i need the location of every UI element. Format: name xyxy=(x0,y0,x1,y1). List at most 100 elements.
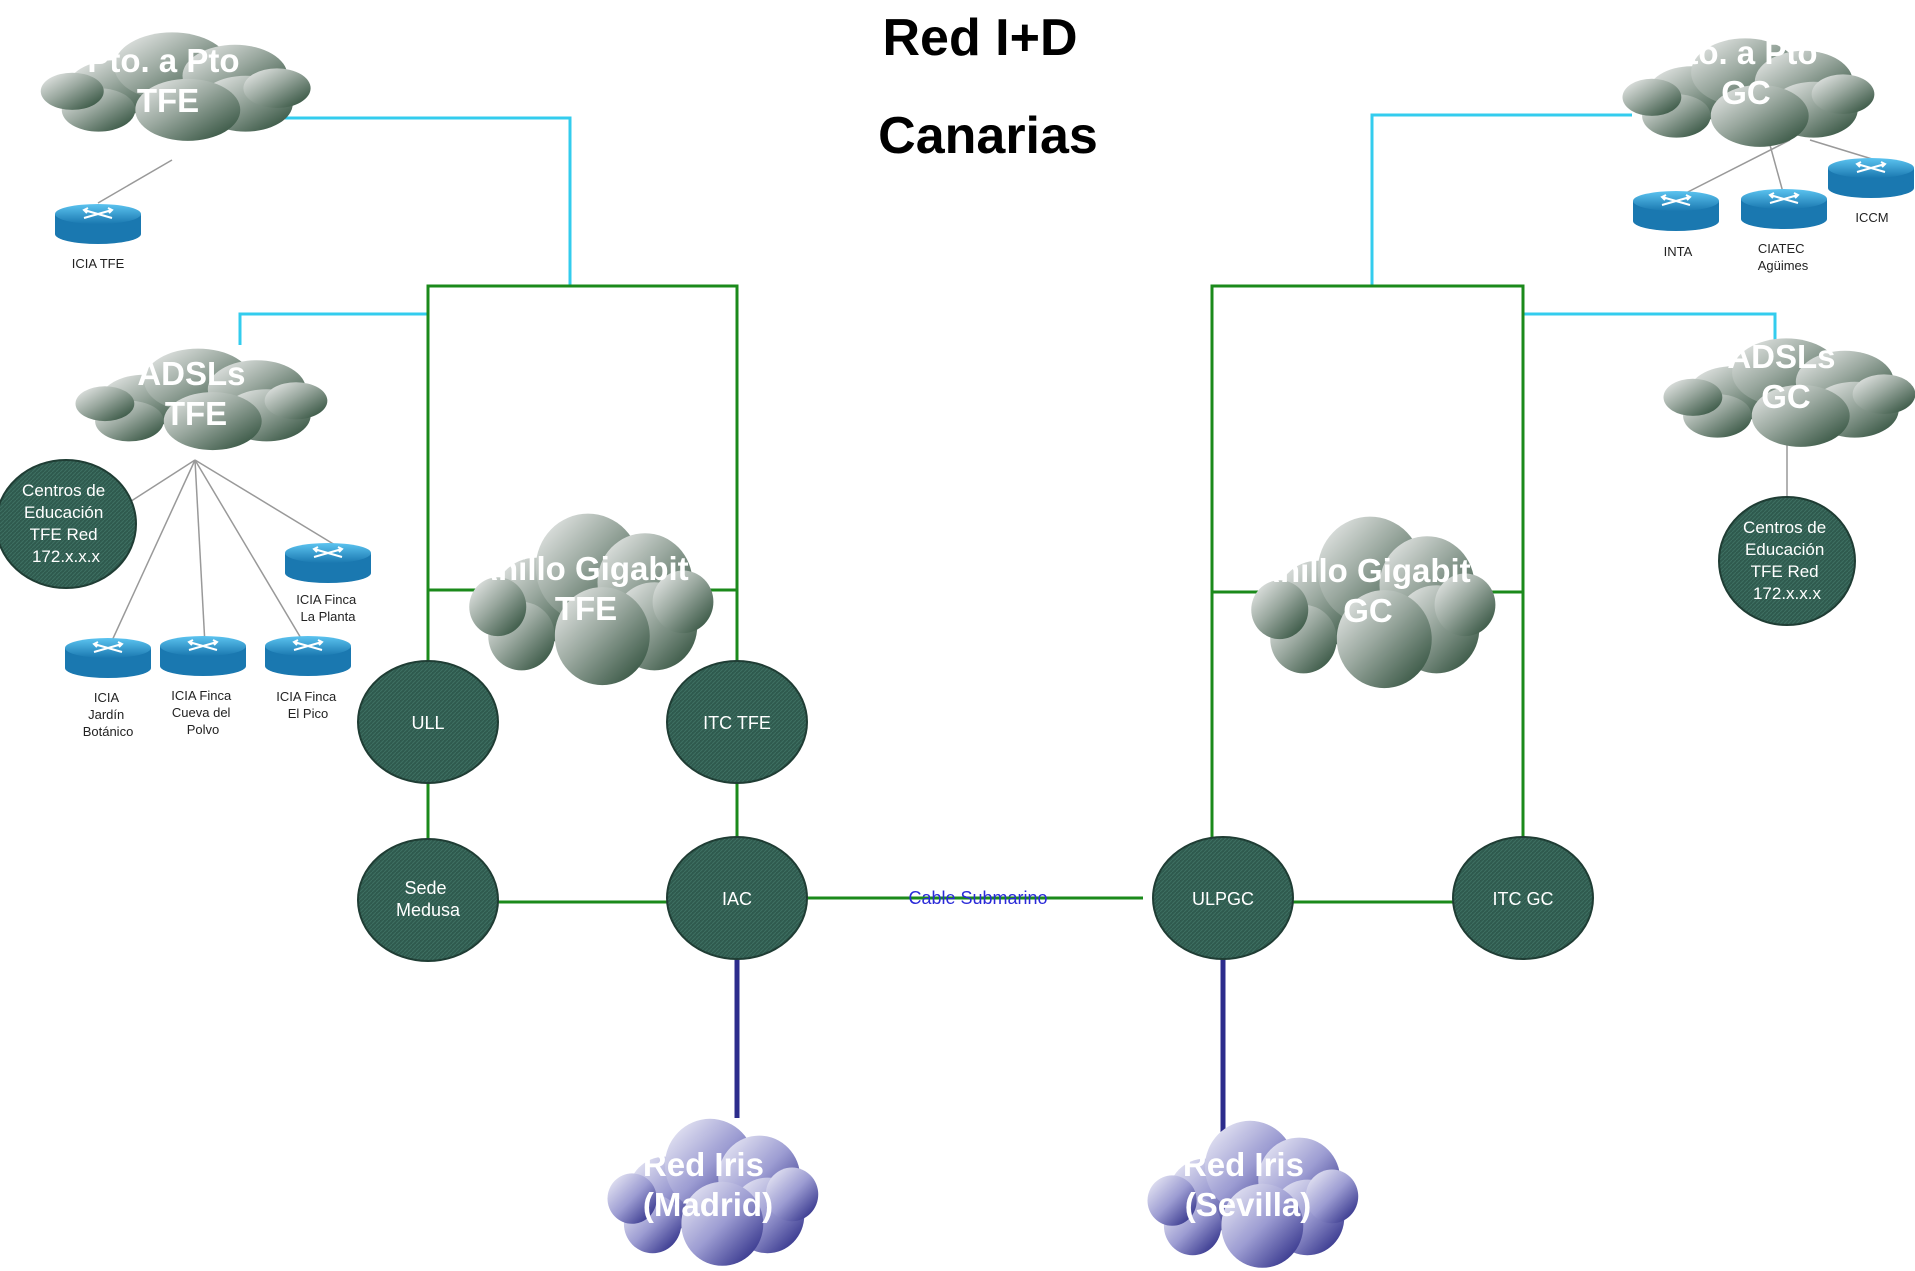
node-centros-tfe-line2: Educación xyxy=(24,503,103,522)
cloud-anillo-tfe-line1: Anillo Gigabit xyxy=(474,550,688,587)
link-adsl-jardin xyxy=(109,459,196,646)
router-ciatec-line1: CIATEC xyxy=(1758,241,1805,256)
node-itc-gc: ITC GC xyxy=(1452,836,1594,960)
cloud-adsl-gc-label: ADSLs GC xyxy=(1727,338,1844,415)
node-centros-gc: Centros de Educación TFE Red 172.x.x.x xyxy=(1718,496,1856,626)
node-shape xyxy=(1152,836,1294,960)
title-line-2: Canarias xyxy=(878,107,1098,165)
cloud-iris-sevilla-label: Red Iris (Sevilla) xyxy=(1183,1146,1313,1223)
cloud-anillo-tfe-label: Anillo Gigabit TFE xyxy=(474,550,698,627)
router-base xyxy=(285,563,371,583)
router-ciatec xyxy=(1741,189,1827,229)
cloud-adsl-tfe-line1: ADSLs xyxy=(137,355,245,392)
router-icia-jardin-line1: ICIA xyxy=(94,690,120,705)
router-iccm xyxy=(1828,158,1914,198)
cable-submarino-label: Cable Submarino xyxy=(908,888,1047,908)
router-base xyxy=(55,224,141,244)
cloud-iris-madrid-line2: (Madrid) xyxy=(643,1186,773,1223)
ring-tfe-outer xyxy=(426,284,739,680)
node-sede-medusa: Sede Medusa xyxy=(357,838,499,962)
router-icia-jardin-line3: Botánico xyxy=(83,724,134,739)
router-icon xyxy=(1855,161,1887,173)
node-iac: IAC xyxy=(666,836,808,960)
cloud-anillo-gc-line1: Anillo Gigabit xyxy=(1256,552,1470,589)
link-adsl-pico xyxy=(194,459,306,646)
router-icia-la-planta-line2: La Planta xyxy=(301,609,357,624)
router-icia-la-planta-line1: ICIA Finca xyxy=(296,592,357,607)
router-icia-tfe-label: ICIA TFE xyxy=(72,256,125,271)
router-icia-tfe xyxy=(55,204,141,244)
link-pto-icia-tfe xyxy=(97,159,173,204)
router-base xyxy=(160,656,246,676)
router-icia-pico-line2: El Pico xyxy=(288,706,328,721)
link-pto-tfe xyxy=(285,116,572,286)
router-inta-label: INTA xyxy=(1664,244,1693,259)
node-centros-gc-line2: Educación xyxy=(1745,540,1824,559)
router-base xyxy=(1828,178,1914,198)
router-icia-pico xyxy=(265,636,351,676)
router-icia-la-planta xyxy=(285,543,371,583)
router-icia-cueva-line3: Polvo xyxy=(187,722,220,737)
router-iccm-label: ICCM xyxy=(1855,210,1888,225)
link-pto-gc xyxy=(1370,113,1632,286)
router-icia-pico-line1: ICIA Finca xyxy=(276,689,337,704)
cloud-iris-sevilla-line1: Red Iris xyxy=(1183,1146,1304,1183)
node-shape xyxy=(666,836,808,960)
router-icia-la-planta-label: ICIA Finca La Planta xyxy=(296,592,360,624)
node-centros-tfe-label: Centros de Educación TFE Red 172.x.x.x xyxy=(22,481,110,566)
cloud-iris-madrid-line1: Red Iris xyxy=(643,1146,764,1183)
node-centros-tfe: Centros de Educación TFE Red 172.x.x.x xyxy=(0,459,137,589)
cloud-anillo-gc-label: Anillo Gigabit GC xyxy=(1256,552,1480,629)
router-icon xyxy=(92,641,124,653)
router-icia-jardin xyxy=(65,638,151,678)
router-icia-jardin-line2: Jardín xyxy=(88,707,124,722)
router-base xyxy=(1741,209,1827,229)
node-centros-tfe-line1: Centros de xyxy=(22,481,105,500)
node-shape xyxy=(357,838,499,962)
node-sede-medusa-line1: Sede xyxy=(404,878,446,898)
cloud-pto-gc-label: Pto. a Pto GC xyxy=(1665,34,1826,111)
node-ull: ULL xyxy=(357,660,499,784)
node-itc-tfe: ITC TFE xyxy=(666,660,808,784)
node-sede-medusa-line2: Medusa xyxy=(396,900,461,920)
link-adsl-centros xyxy=(124,459,196,506)
router-icia-cueva-line1: ICIA Finca xyxy=(171,688,232,703)
router-icon xyxy=(82,207,114,219)
link-ptogc-inta xyxy=(1675,139,1791,199)
node-shape xyxy=(1718,496,1856,626)
cloud-adsl-tfe-label: ADSLs TFE xyxy=(137,355,254,432)
router-base xyxy=(265,656,351,676)
router-icon xyxy=(312,546,344,558)
router-base xyxy=(65,658,151,678)
link-adsl-planta xyxy=(194,459,341,549)
cloud-adsl-gc-line1: ADSLs xyxy=(1727,338,1835,375)
links: Cable Submarino xyxy=(97,113,1896,1132)
router-icon xyxy=(187,639,219,651)
router-icon xyxy=(1768,192,1800,204)
router-icia-pico-label: ICIA Finca El Pico xyxy=(276,689,340,721)
router-ciatec-label: CIATEC Agüimes xyxy=(1758,241,1809,273)
node-itc-gc-label: ITC GC xyxy=(1493,889,1554,909)
node-centros-gc-line1: Centros de xyxy=(1743,518,1826,537)
node-shape xyxy=(1452,836,1594,960)
router-icia-cueva xyxy=(160,636,246,676)
link-adsl-gc xyxy=(1523,312,1777,345)
node-shape xyxy=(666,660,808,784)
router-inta xyxy=(1633,191,1719,231)
node-iac-label: IAC xyxy=(722,889,752,909)
cloud-anillo-tfe-line2: TFE xyxy=(555,590,617,627)
ring-gc-outer xyxy=(1210,284,1525,845)
node-centros-gc-line3: TFE Red xyxy=(1751,562,1819,581)
cloud-iris-sevilla-line2: (Sevilla) xyxy=(1185,1186,1312,1223)
cloud-pto-tfe-line2: TFE xyxy=(137,82,199,119)
node-ull-label: ULL xyxy=(411,713,444,733)
cloud-pto-gc-line2: GC xyxy=(1721,74,1771,111)
link-ptogc-ciatec xyxy=(1769,144,1785,197)
router-base xyxy=(1633,211,1719,231)
router-icia-cueva-label: ICIA Finca Cueva del Polvo xyxy=(171,688,235,737)
link-adsl-cueva xyxy=(194,459,206,646)
router-icon xyxy=(1660,194,1692,206)
node-centros-gc-line4: 172.x.x.x xyxy=(1753,584,1822,603)
link-adsl-tfe xyxy=(238,312,428,345)
router-icon xyxy=(292,639,324,651)
